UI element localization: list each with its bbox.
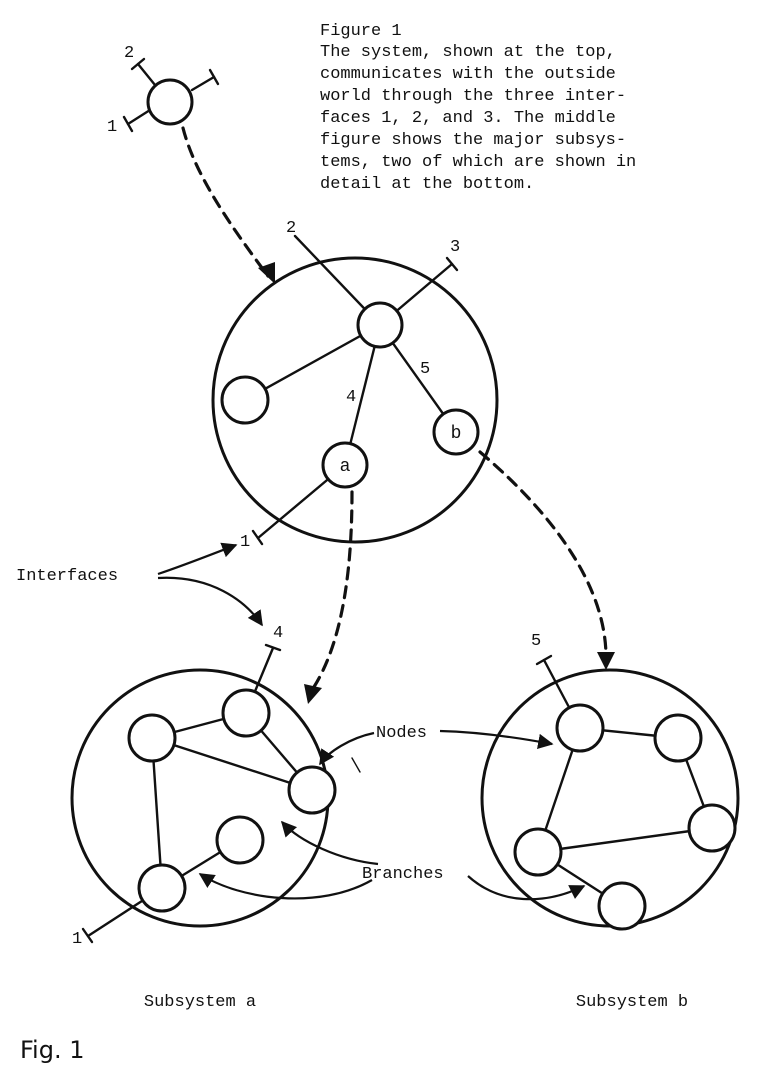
node	[137, 863, 187, 913]
nodes-label: Nodes	[376, 724, 427, 743]
node	[287, 765, 337, 815]
interface-label-2: 2	[286, 219, 296, 238]
subsystem-b-title: Subsystem b	[576, 993, 688, 1012]
interface-label-2: 2	[124, 44, 134, 63]
caption-line: figure shows the major subsys-	[320, 131, 626, 150]
branch	[243, 323, 382, 402]
caption-line: communicates with the outside	[320, 65, 616, 84]
node	[220, 375, 270, 425]
caption-heading: Figure 1	[320, 22, 402, 41]
node	[221, 688, 271, 738]
figure-caption: Figure 1 The system, shown at the top, c…	[320, 22, 636, 194]
interface-tick	[208, 68, 220, 86]
expansion-connector	[181, 126, 270, 278]
interface-tick	[535, 654, 553, 666]
nodes-annotation: Nodes	[319, 724, 554, 773]
caption-line: detail at the bottom.	[320, 175, 534, 194]
interface-label-1: 1	[72, 930, 82, 949]
branch	[150, 736, 164, 890]
annotation-arrow	[467, 875, 586, 901]
node	[597, 881, 647, 931]
interface-tick	[122, 115, 134, 133]
node	[653, 713, 703, 763]
system-boundary	[211, 256, 499, 544]
expansion-connector-b	[478, 450, 608, 657]
arrowhead	[304, 684, 322, 704]
annotation-arrow	[439, 729, 554, 750]
interface-tick	[251, 529, 264, 546]
interface-tick	[445, 256, 459, 272]
hub-node	[356, 301, 404, 349]
interface-branch-3	[190, 75, 216, 92]
system-middle: a b 2 3 1 4 5	[211, 219, 499, 552]
node-b	[432, 408, 480, 456]
node	[687, 803, 737, 853]
interface-tick	[81, 927, 94, 944]
arrowhead	[597, 652, 615, 670]
node-a	[321, 441, 369, 489]
caption-line: The system, shown at the top,	[320, 43, 616, 62]
node	[215, 815, 265, 865]
node	[127, 713, 177, 763]
interface-label-4: 4	[273, 624, 283, 643]
interface-branch-2	[136, 62, 157, 87]
branch	[536, 826, 714, 854]
annotation-arrow	[319, 731, 375, 766]
caption-line: faces 1, 2, and 3. The middle	[320, 109, 616, 128]
annotation-arrow	[198, 873, 373, 900]
branches-label: Branches	[362, 865, 444, 884]
branch	[150, 736, 314, 792]
system-top: 2 1	[107, 44, 220, 137]
node-a-label: a	[340, 457, 351, 477]
interface-tick	[130, 57, 146, 71]
system-node	[146, 78, 194, 126]
interface-label-1: 1	[107, 118, 117, 137]
node	[555, 703, 605, 753]
annotation-arrow	[280, 820, 379, 866]
branch-label-5: 5	[420, 360, 430, 379]
interfaces-annotation: Interfaces	[16, 542, 263, 627]
subsystem-b: 5 Subsystem b	[480, 632, 740, 1012]
node-b-label: b	[451, 424, 462, 444]
interface-label-3: 3	[450, 238, 460, 257]
branch-4	[343, 323, 382, 467]
interface-branch-1	[126, 108, 152, 126]
stray-mark	[351, 757, 361, 773]
node	[513, 827, 563, 877]
caption-line: world through the three inter-	[320, 87, 626, 106]
arrowhead	[258, 262, 275, 284]
expansion-connector-a	[310, 490, 354, 692]
branch-label-4: 4	[346, 388, 356, 407]
interface-label-5: 5	[531, 632, 541, 651]
caption-line: tems, two of which are shown in	[320, 153, 636, 172]
subsystem-a-title: Subsystem a	[144, 993, 256, 1012]
interface-label-1: 1	[240, 533, 250, 552]
branches-annotation: Branches	[198, 820, 586, 901]
interfaces-label: Interfaces	[16, 567, 118, 586]
annotation-arrow	[157, 542, 238, 576]
annotation-arrow	[157, 576, 263, 627]
figure-label: Fig. 1	[20, 1036, 85, 1064]
interface-tick	[264, 643, 282, 652]
subsystem-a: 4 1 Subsystem a	[70, 624, 337, 1012]
